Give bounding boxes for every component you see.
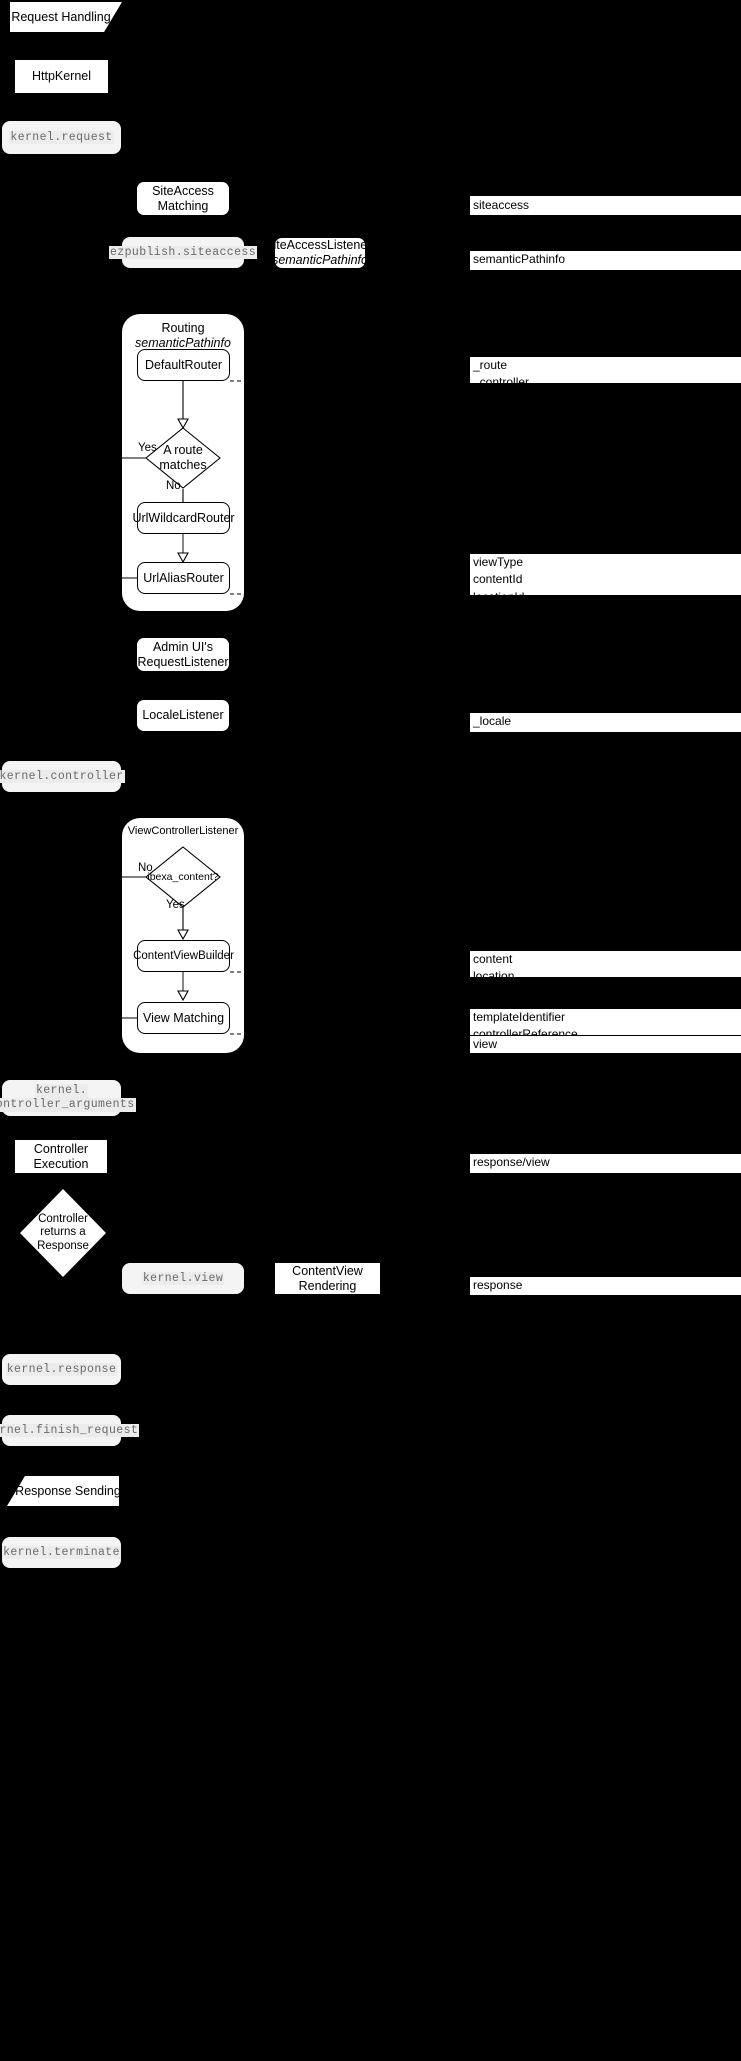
event-kernel-controller-arguments-line1: kernel. xyxy=(34,1083,89,1098)
node-content-view-builder[interactable]: ContentViewBuilder xyxy=(133,940,234,972)
attr-view-content-location-line-0: viewType xyxy=(473,555,524,569)
node-view-matching[interactable]: View Matching xyxy=(137,1002,230,1034)
group-routing-chainrouter: Routing semanticPathinfo (ChainRouter) D… xyxy=(118,314,246,611)
attr-content-location: content location xyxy=(470,951,741,983)
decision-controller-returns-response[interactable]: Controller returns a Response xyxy=(20,1189,106,1277)
event-kernel-controller-label: kernel.controller xyxy=(0,769,125,784)
node-siteaccess-matching[interactable]: SiteAccess Matching xyxy=(137,182,229,215)
event-kernel-request-label: kernel.request xyxy=(9,130,114,145)
attr-content-location-line-0: content xyxy=(473,952,513,966)
node-content-view-builder-label: ContentViewBuilder xyxy=(133,950,234,962)
edge-label-ibexa-yes: Yes xyxy=(166,899,185,911)
attr-view-content-location-line-2: locationId xyxy=(473,589,525,604)
attr-locale-line-0: _locale xyxy=(473,714,512,728)
connector-defaultrouter-to-decision xyxy=(177,380,246,430)
attr-response: response xyxy=(470,1277,741,1295)
event-kernel-finish-request[interactable]: kernel.finish_request xyxy=(0,1415,140,1446)
connector-builder-to-matching xyxy=(177,971,246,1002)
event-kernel-terminate-label: kernel.terminate xyxy=(2,1545,121,1560)
edge-label-ibexa-no: No xyxy=(138,862,153,874)
event-kernel-response-label: kernel.response xyxy=(5,1362,118,1377)
attr-view-line-0: view xyxy=(473,1037,498,1051)
node-locale-listener-label: LocaleListener xyxy=(142,708,224,723)
attr-response-view: response/view xyxy=(470,1154,741,1173)
attr-siteaccess-line-0: siteaccess xyxy=(473,197,530,212)
event-ezpublish-siteaccess-label: ezpublish.siteaccess xyxy=(108,245,258,260)
group-routing-title-prefix: Routing xyxy=(161,321,205,335)
node-view-matching-label: View Matching xyxy=(142,1011,225,1025)
connector-ibexa-no xyxy=(117,876,146,878)
node-siteaccess-listener[interactable]: SiteAccessListener: semanticPathinfo xyxy=(265,238,375,268)
connector-route-yes xyxy=(120,457,146,459)
connector-viewmatching-exits xyxy=(118,1017,246,1035)
node-locale-listener[interactable]: LocaleListener xyxy=(137,700,229,731)
phase-banner-request-handling: Request Handling xyxy=(10,2,122,32)
phase-banner-response-sending-label: Response Sending xyxy=(15,1483,121,1498)
connector-ibexa-yes xyxy=(177,908,189,941)
node-siteaccess-listener-line1: SiteAccessListener: xyxy=(265,238,375,253)
node-admin-ui-request-listener-line1: Admin UI's xyxy=(152,639,214,654)
node-siteaccess-matching-label: SiteAccess Matching xyxy=(152,183,214,213)
event-ezpublish-siteaccess[interactable]: ezpublish.siteaccess xyxy=(108,237,258,268)
attr-route-controller: _route _controller xyxy=(470,357,741,389)
decision-route-matches-shape xyxy=(145,427,221,489)
attr-semanticpathinfo: semanticPathinfo xyxy=(470,251,741,270)
attr-response-view-line-0: response/view xyxy=(473,1155,550,1169)
phase-banner-response-sending: Response Sending xyxy=(7,1476,119,1506)
attr-template-controller: templateIdentifier controllerReference xyxy=(470,1009,741,1041)
connector-wildcard-to-alias xyxy=(177,534,189,564)
node-url-alias-router-label: UrlAliasRouter xyxy=(143,571,224,585)
event-kernel-controller-arguments[interactable]: kernel. controller_arguments xyxy=(0,1080,136,1116)
node-url-wildcard-router[interactable]: UrlWildcardRouter xyxy=(132,502,235,534)
node-controller-execution-label: Controller Execution xyxy=(33,1141,89,1171)
node-admin-ui-request-listener[interactable]: Admin UI's RequestListener xyxy=(137,638,229,671)
node-http-kernel[interactable]: HttpKernel xyxy=(15,60,108,93)
event-kernel-response[interactable]: kernel.response xyxy=(2,1354,121,1385)
attr-template-controller-line-0: templateIdentifier xyxy=(473,1010,566,1024)
attr-view: view xyxy=(470,1036,741,1053)
event-kernel-request[interactable]: kernel.request xyxy=(2,121,121,154)
attr-semanticpathinfo-line-0: semanticPathinfo xyxy=(473,252,566,266)
group-view-controller-listener: ViewControllerListener ibexa_content? No… xyxy=(117,818,246,1053)
node-default-router[interactable]: DefaultRouter xyxy=(137,349,230,381)
attr-locale: _locale xyxy=(470,713,741,732)
node-content-view-rendering[interactable]: ContentView Rendering xyxy=(275,1263,380,1294)
attr-response-line-0: response xyxy=(473,1278,523,1292)
event-kernel-finish-request-label: kernel.finish_request xyxy=(0,1423,140,1438)
connector-alias-exits xyxy=(118,577,246,595)
phase-banner-label: Request Handling xyxy=(11,9,111,24)
node-controller-execution[interactable]: Controller Execution xyxy=(15,1140,107,1173)
node-http-kernel-label: HttpKernel xyxy=(31,69,92,84)
attr-content-location-line-1: location xyxy=(473,969,515,984)
event-kernel-controller[interactable]: kernel.controller xyxy=(0,761,125,792)
edge-label-route-yes: Yes xyxy=(138,442,157,454)
node-url-wildcard-router-label: UrlWildcardRouter xyxy=(132,511,235,525)
decision-ibexa-content-shape xyxy=(145,846,221,908)
attr-view-content-location: viewType contentId locationId xyxy=(470,554,741,604)
group-view-controller-listener-title: ViewControllerListener xyxy=(122,825,244,838)
event-kernel-terminate[interactable]: kernel.terminate xyxy=(2,1537,121,1568)
attr-view-content-location-line-1: contentId xyxy=(473,572,523,587)
attr-route-controller-line-0: _route xyxy=(473,358,508,372)
node-siteaccess-listener-line2: semanticPathinfo xyxy=(272,253,368,267)
event-kernel-view[interactable]: kernel.view xyxy=(122,1263,244,1294)
node-url-alias-router[interactable]: UrlAliasRouter xyxy=(137,562,230,594)
group-routing-title-emph: semanticPathinfo xyxy=(135,336,231,350)
attr-route-controller-line-1: _controller xyxy=(473,375,530,390)
decision-controller-returns-response-label: Controller returns a Response xyxy=(37,1212,89,1252)
group-view-controller-listener-title-text: ViewControllerListener xyxy=(127,825,239,837)
event-kernel-controller-arguments-line2: controller_arguments xyxy=(0,1098,136,1113)
attr-siteaccess: siteaccess xyxy=(470,196,741,215)
node-admin-ui-request-listener-line2: RequestListener xyxy=(137,654,229,669)
node-content-view-rendering-label: ContentView Rendering xyxy=(292,1263,363,1293)
node-default-router-label: DefaultRouter xyxy=(144,358,223,372)
event-kernel-view-label: kernel.view xyxy=(141,1271,225,1286)
edge-label-route-no: No xyxy=(166,480,181,492)
